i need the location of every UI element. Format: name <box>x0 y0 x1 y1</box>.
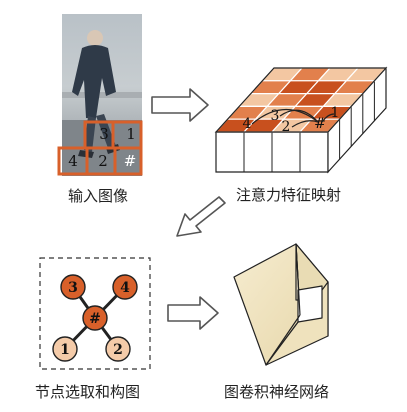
gcn-ridge <box>295 243 301 316</box>
feature-top-outline <box>214 67 388 133</box>
grid-label-3: 3 <box>99 125 109 143</box>
graph-node-label: # <box>89 311 101 327</box>
grid-label-hash: # <box>124 152 137 170</box>
grid-label-2: 2 <box>98 152 108 170</box>
caption-input-image: 输入图像 <box>68 187 129 205</box>
node-graph-frame <box>39 257 151 370</box>
graph-node-circle <box>105 336 131 362</box>
image-grid <box>57 120 143 176</box>
graph-node-circle <box>82 305 108 331</box>
graph-node-label: 4 <box>120 280 130 296</box>
map-label-4: 4 <box>243 116 252 132</box>
image-grid-labels: 3 1 4 2 # <box>68 125 136 170</box>
caption-gcn: 图卷积神经网络 <box>224 383 330 401</box>
graph-node-label: 3 <box>68 280 78 296</box>
feature-map-links <box>251 108 335 128</box>
graph-node: # <box>82 305 108 331</box>
graph-node-label: 2 <box>113 342 123 358</box>
graph-node: 1 <box>52 336 78 362</box>
map-label-2: 2 <box>282 119 291 135</box>
grid-label-4: 4 <box>68 152 78 170</box>
map-label-1: 1 <box>331 105 340 121</box>
feature-map-labels: 4 3 2 1 # <box>243 105 340 135</box>
graph-node: 4 <box>112 274 138 300</box>
arrow-right-icon-2 <box>167 296 219 330</box>
graph-node-circle <box>112 274 138 300</box>
graph-node-circle <box>60 274 86 300</box>
grid-cell-hash <box>113 146 143 176</box>
graph-node: 2 <box>105 336 131 362</box>
caption-attention-feature-map: 注意力特征映射 <box>236 186 342 204</box>
caption-node-selection: 节点选取和构图 <box>35 383 141 401</box>
image-stripe <box>62 92 142 98</box>
graph-node-label: 1 <box>60 342 70 358</box>
gcn-ridge-2 <box>265 314 301 366</box>
graph-node-circle <box>52 336 78 362</box>
gcn-opening <box>297 285 323 323</box>
graph-node: 3 <box>60 274 86 300</box>
gcn-prism <box>233 243 329 366</box>
map-label-3: 3 <box>271 108 280 124</box>
node-graph: 3 4 #1 2 <box>52 274 138 362</box>
attention-feature-map <box>214 66 388 174</box>
map-label-hash: # <box>314 116 326 132</box>
grid-label-1: 1 <box>126 125 136 143</box>
arrow-down-left-icon <box>176 196 226 237</box>
arrow-right-icon-1 <box>151 88 209 122</box>
